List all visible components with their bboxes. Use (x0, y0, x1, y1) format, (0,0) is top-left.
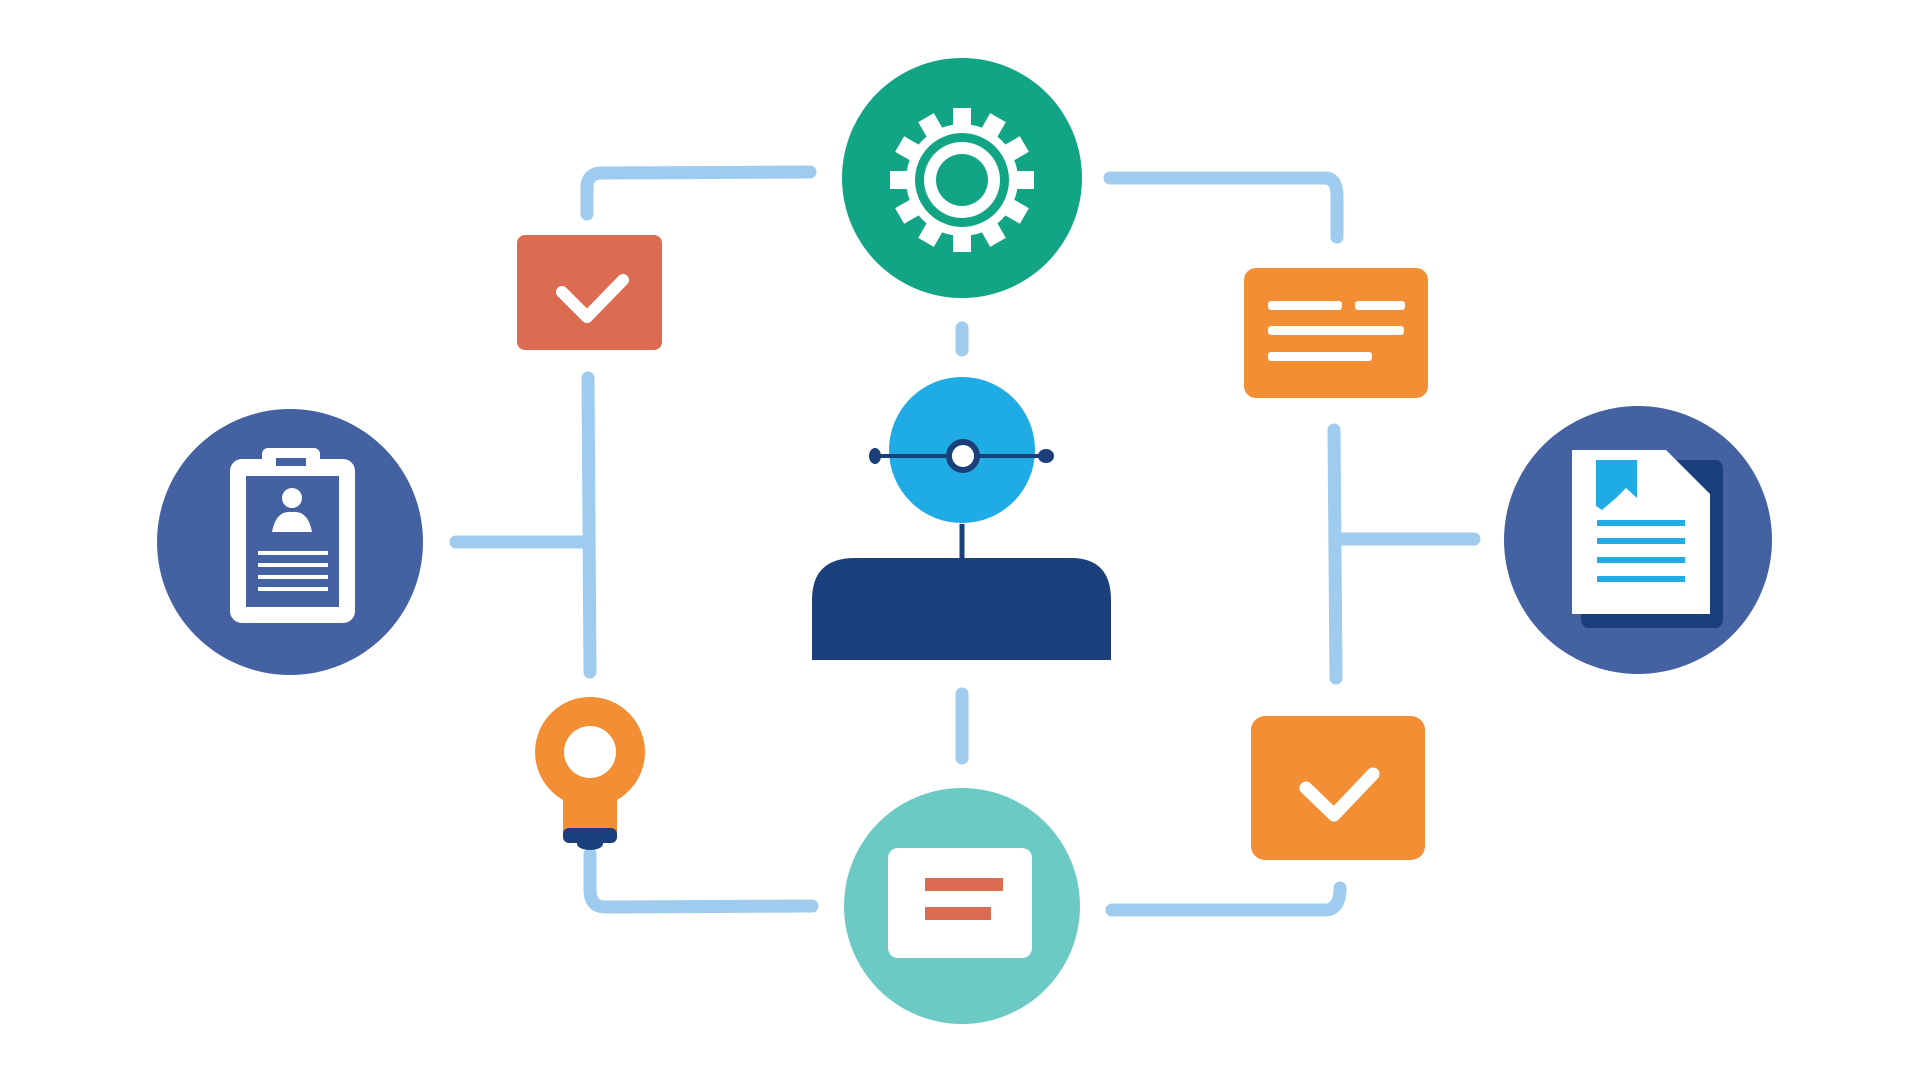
approval-card (517, 235, 662, 350)
notes-card (1244, 268, 1428, 398)
connector-right-vertical (1327, 423, 1343, 685)
connector-bottom-left (583, 847, 819, 914)
hub-node (812, 377, 1111, 660)
gear-node (842, 58, 1082, 298)
user-avatar-icon (812, 377, 1111, 660)
clipboard-profile-icon (230, 448, 355, 623)
clipboard-node (157, 409, 423, 675)
approval-card-background (517, 235, 662, 350)
connectors (449, 165, 1481, 917)
connector-left-vertical (581, 371, 597, 679)
connector-top-to-top-right (1103, 171, 1344, 244)
complete-card-background (1251, 716, 1425, 860)
gear-icon (890, 108, 1034, 252)
avatar-body (812, 558, 1111, 660)
document-lines-icon (888, 848, 1032, 958)
text-lines-icon (1268, 301, 1405, 361)
complete-card (1251, 716, 1425, 860)
report-node (1504, 406, 1772, 674)
lightbulb-icon (535, 697, 645, 850)
connector-bottom-right (1105, 881, 1347, 917)
report-document-icon (1572, 450, 1723, 628)
checkmark-icon (556, 274, 629, 323)
checkmark-icon (1299, 767, 1380, 822)
document-node (844, 788, 1080, 1024)
idea-node (535, 697, 645, 850)
connector-top-to-top-left (580, 165, 817, 221)
